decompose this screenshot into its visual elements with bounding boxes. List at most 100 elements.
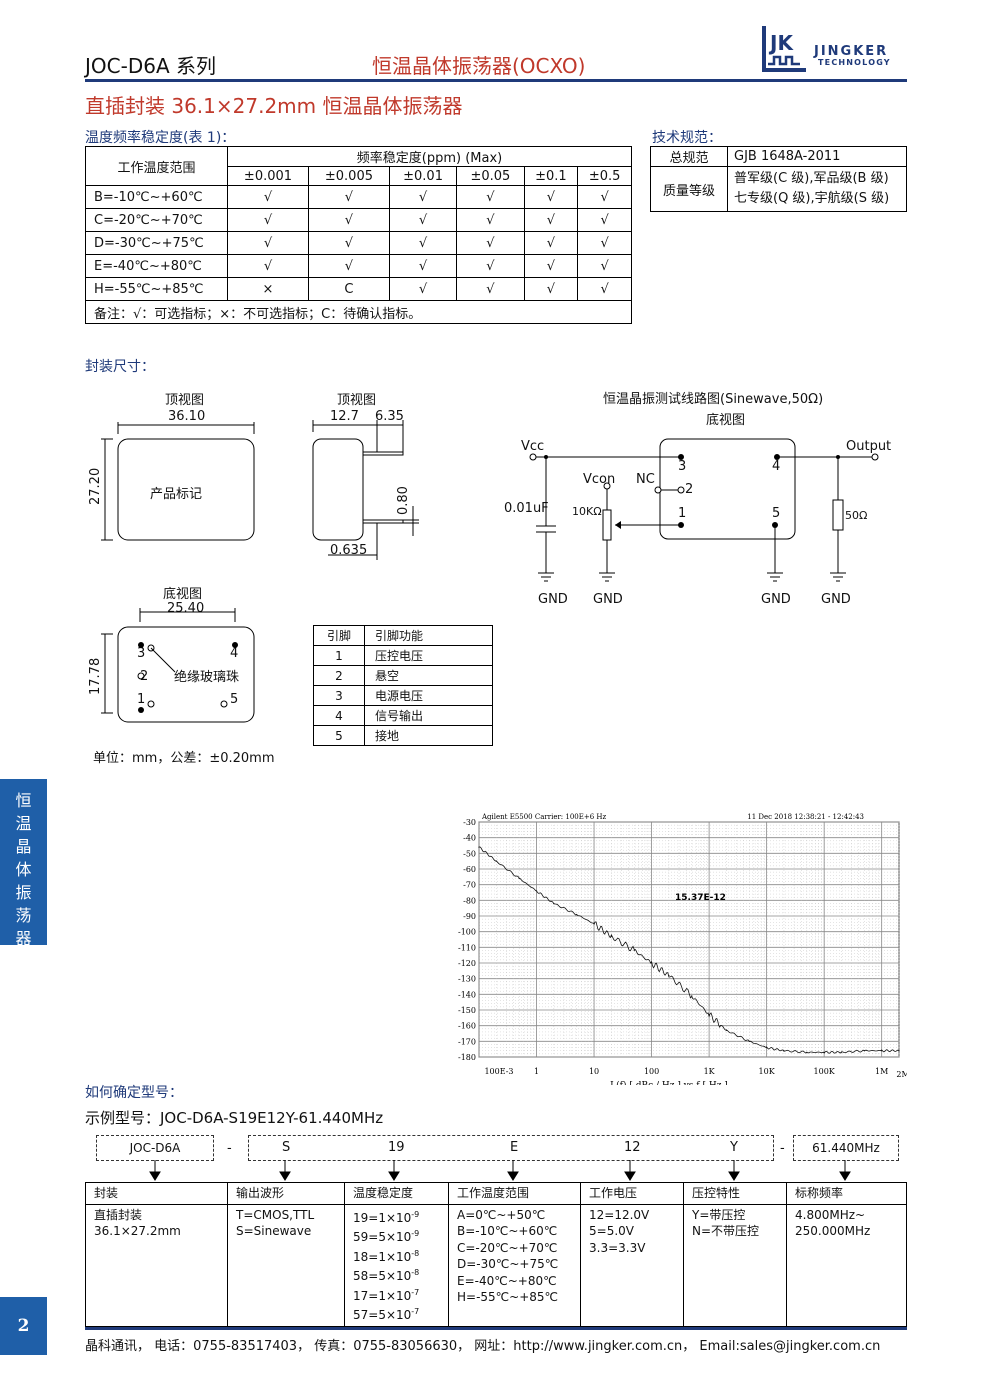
order-header-1: 输出波形 <box>227 1182 345 1205</box>
y-tick-label: -160 <box>458 1022 476 1031</box>
stability-range: C=-20℃~+70℃ <box>85 208 228 232</box>
stability-col-2: ±0.01 <box>388 166 458 186</box>
page-number: 2 <box>0 1297 47 1355</box>
data-point <box>576 913 578 916</box>
order-option: 5=5.0V <box>589 1224 634 1238</box>
depth-dimension: 12.7 <box>330 409 359 424</box>
circuit-pin-5-label: 5 <box>772 506 781 521</box>
order-option: E=-40℃~+80℃ <box>457 1273 557 1288</box>
stability-range: E=-40℃~+80℃ <box>85 254 228 278</box>
data-point <box>881 1050 883 1052</box>
stability-mark: √ <box>523 231 579 255</box>
stability-mark: √ <box>307 254 390 278</box>
code-base-box: JOC-D6A <box>96 1135 214 1161</box>
order-option: 4.800MHz~ <box>795 1207 866 1222</box>
stability-code: 59=5×10 <box>353 1230 412 1244</box>
data-point <box>725 1029 728 1031</box>
pin-diameter-dimension: 0.635 <box>330 543 368 558</box>
unit-tolerance-note: 单位：mm，公差：±0.20mm <box>93 751 275 766</box>
y-tick-label: -110 <box>458 943 476 952</box>
circuit-pin-2-label: 2 <box>685 482 694 497</box>
spec-quality-label: 质量等级 <box>650 166 728 212</box>
stability-mark: √ <box>227 185 309 209</box>
stability-code: 19=1×10 <box>353 1210 412 1225</box>
chart-header-left: Agilent E5500 Carrier: 100E+6 Hz <box>481 813 607 821</box>
order-header-4: 工作电压 <box>580 1182 684 1205</box>
stability-mark: √ <box>227 231 309 255</box>
stability-range: H=-55℃~+85℃ <box>85 277 228 301</box>
order-header-0: 封装 <box>85 1182 228 1205</box>
stability-col-5: ±0.5 <box>577 166 632 186</box>
y-tick-label: -40 <box>463 834 476 843</box>
bottom-pin-3-label: 3 <box>137 646 146 661</box>
stability-mark: √ <box>227 208 309 232</box>
stability-mark: √ <box>577 185 632 209</box>
product-category-title: 恒温晶体振荡器(OCXO) <box>372 54 586 78</box>
data-point <box>806 1051 808 1053</box>
series-title: JOC-D6A 系列 <box>85 54 216 78</box>
nc-label: NC <box>636 472 655 487</box>
code-temp: E <box>510 1140 519 1155</box>
data-point <box>708 1014 710 1016</box>
side-tab-char: 器 <box>15 929 32 948</box>
data-point <box>691 995 693 997</box>
spec-quality-line-1: 普军级(C 级),军品级(B 级) <box>734 171 889 186</box>
x-axis-label: L(f) [ dBc / Hz ] vs f [ Hz ] <box>610 1080 728 1085</box>
circuit-pin-1-label: 1 <box>678 506 687 521</box>
order-option: C=-20℃~+70℃ <box>457 1240 558 1255</box>
pin-function: 电源电压 <box>364 685 493 706</box>
gnd-label-4: GND <box>821 592 851 607</box>
code-wave: S <box>282 1140 291 1155</box>
data-point <box>748 1040 750 1042</box>
circuit-pin-4-label: 4 <box>772 459 781 474</box>
stability-code: 18=1×10 <box>353 1249 412 1264</box>
x-tick-label: 100E-3 <box>484 1067 513 1076</box>
order-option: 3.3=3.3V <box>589 1240 646 1255</box>
stability-code: 17=1×10 <box>353 1288 412 1303</box>
data-point <box>495 860 497 862</box>
header-rule <box>85 79 907 82</box>
x-end-label: 2M <box>896 1070 907 1079</box>
pin-number: 5 <box>313 725 365 746</box>
x-tick-label: 100K <box>814 1067 836 1076</box>
stability-mark: √ <box>456 231 525 255</box>
order-section-title: 如何确定型号： <box>85 1085 183 1101</box>
pin-number: 2 <box>313 665 365 686</box>
y-tick-label: -90 <box>463 912 476 921</box>
spec-general-label: 总规范 <box>650 146 728 167</box>
side-tab-char: 晶 <box>15 837 32 856</box>
stability-mark: √ <box>523 185 579 209</box>
data-point <box>553 902 555 905</box>
stability-mark: C <box>307 277 390 301</box>
pin-number: 3 <box>313 685 365 706</box>
y-tick-label: -170 <box>458 1037 476 1046</box>
stability-exponent: -8 <box>411 1248 420 1258</box>
order-stability-option: 17=1×10-7 <box>353 1285 440 1305</box>
code-vc: Y <box>730 1140 738 1155</box>
stability-section-title: 温度频率稳定度(表 1)： <box>85 130 236 146</box>
stability-exponent: -9 <box>411 1209 420 1219</box>
stability-row: E=-40℃~+80℃√√√√√√ <box>85 254 632 278</box>
y-tick-label: -130 <box>458 975 476 984</box>
bottom-pin-5-label: 5 <box>230 692 239 707</box>
svg-text:JK: JK <box>768 31 794 55</box>
stability-mark: √ <box>388 208 458 232</box>
stability-mark: √ <box>456 254 525 278</box>
order-option: 直插封装 <box>94 1207 143 1222</box>
stability-mark: √ <box>456 185 525 209</box>
col-group-header: 频率稳定度(ppm) (Max) <box>227 146 632 167</box>
stability-exponent: -7 <box>411 1287 420 1297</box>
gnd-label-2: GND <box>593 592 623 607</box>
x-tick-label: 100 <box>644 1067 659 1076</box>
data-point <box>633 949 635 952</box>
data-point <box>518 877 520 879</box>
order-stability-option: 19=1×10-9 <box>353 1207 440 1227</box>
order-stability-option: 18=1×10-8 <box>353 1246 440 1266</box>
